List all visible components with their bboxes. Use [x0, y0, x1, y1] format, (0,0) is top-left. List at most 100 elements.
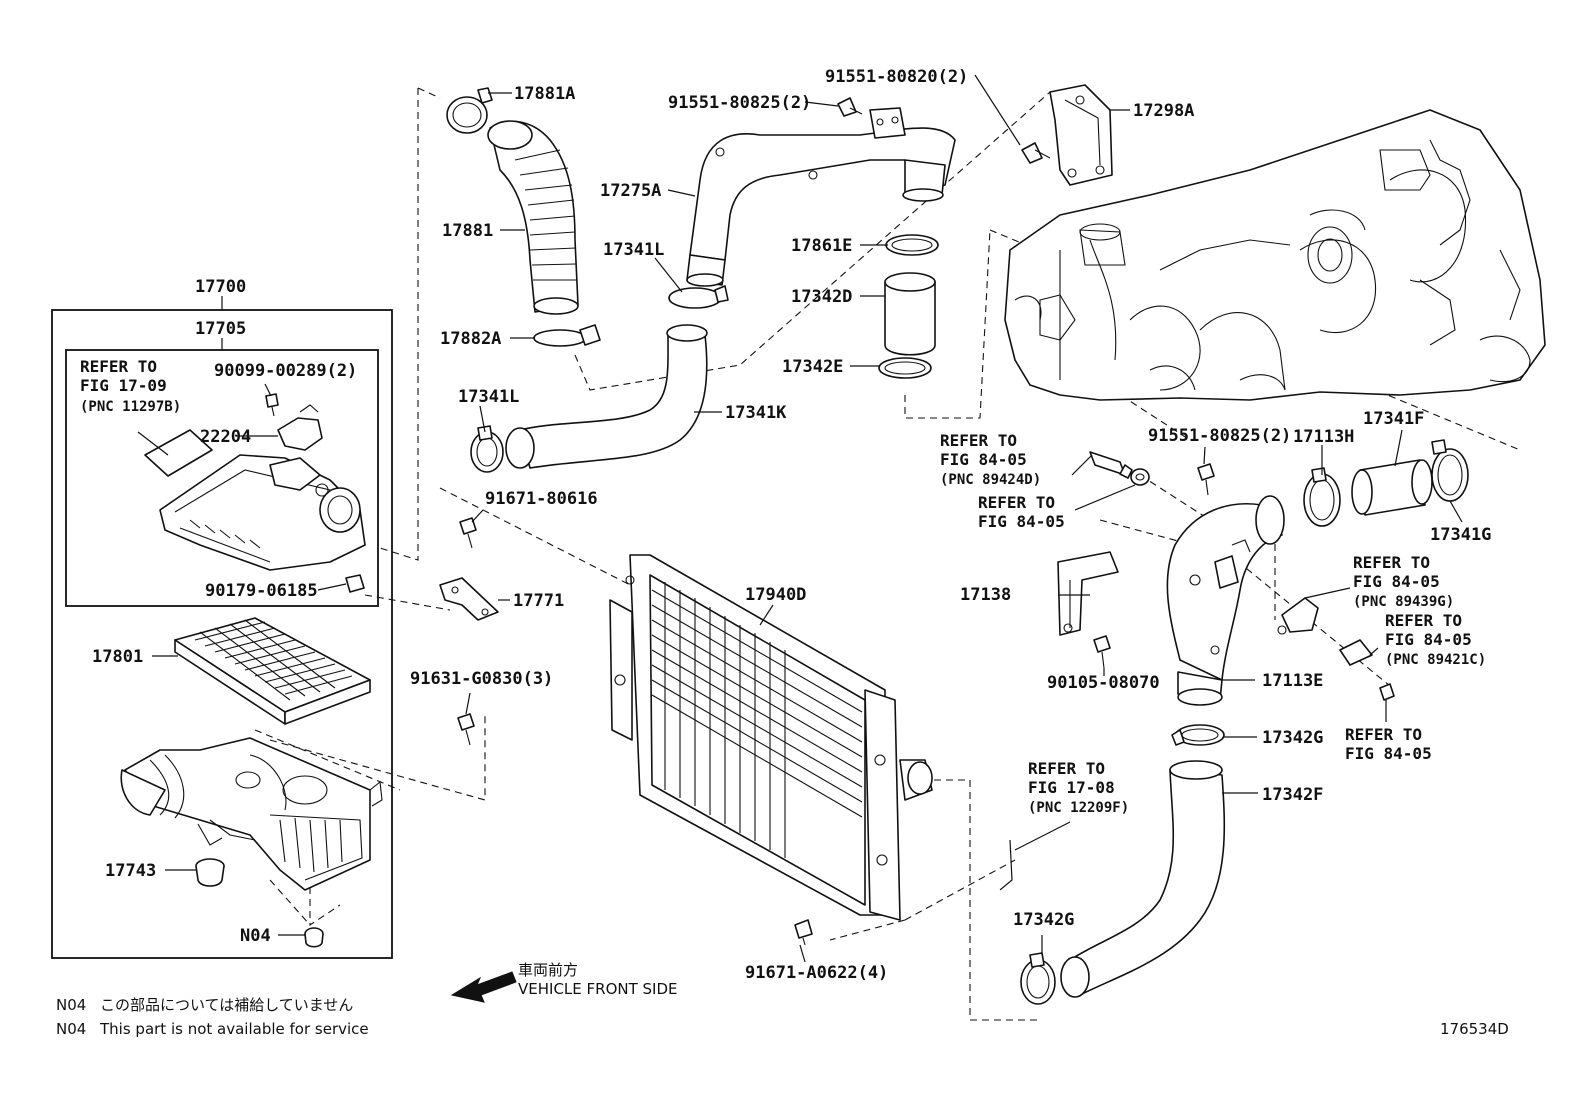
label-90105-08070: 90105-08070 [1047, 673, 1160, 693]
ref-3-pnc: (PNC 89439G) [1353, 594, 1454, 610]
clamp-17341G [1431, 439, 1469, 502]
plug-N04 [304, 927, 324, 948]
intake-pipe-17275A [686, 107, 956, 287]
clamp-17342G-lower [1020, 952, 1056, 1005]
part-labels: 17881A 17881 17882A 17341L 17341L 17341K… [92, 67, 1491, 983]
ref-3-fig: FIG 84-05 [1353, 572, 1440, 591]
engine-block [1004, 109, 1546, 401]
ref-1-pnc: (PNC 89424D) [940, 472, 1041, 488]
ref-4-pnc: (PNC 89421C) [1385, 652, 1486, 668]
clamp-17861E [885, 234, 939, 256]
bolt-91551-80825-top [837, 97, 863, 117]
ref-3-refer: REFER TO [1353, 553, 1430, 572]
label-17341K: 17341K [725, 403, 787, 423]
clamp-17341L-lower [470, 425, 504, 473]
label-17275A: 17275A [600, 181, 661, 201]
label-17940D: 17940D [745, 585, 806, 605]
note-jp-code: N04 [56, 996, 86, 1014]
hose-17341K [505, 324, 708, 469]
label-17882A: 17882A [440, 329, 501, 349]
label-90099-00289: 90099-00289(2) [214, 361, 357, 381]
clamp-17113H [1303, 467, 1341, 527]
label-91671-A0622: 91671-A0622(4) [745, 963, 888, 983]
ref-airbox-pnc: (PNC 11297B) [80, 399, 181, 415]
placard-refer-17-09 [144, 429, 213, 477]
label-17342G-lower: 17342G [1013, 910, 1074, 930]
clip-90179-06185 [345, 574, 365, 593]
ref-5-fig: FIG 84-05 [1345, 744, 1432, 763]
bracket-17138 [1057, 551, 1119, 636]
label-17341F: 17341F [1363, 409, 1424, 429]
clamp-17881A [446, 87, 493, 134]
label-17138: 17138 [960, 585, 1011, 605]
plug-17743 [195, 858, 225, 887]
vehicle-front-en: VEHICLE FRONT SIDE [518, 980, 678, 998]
label-17341G: 17341G [1430, 525, 1491, 545]
figure-id: 176534D [1440, 1020, 1509, 1038]
ref-6-fig: FIG 17-08 [1028, 778, 1115, 797]
screw-90099-00289 [265, 393, 279, 417]
label-17881A: 17881A [514, 84, 575, 104]
label-17113H: 17113H [1293, 427, 1354, 447]
ref-5-refer: REFER TO [1345, 725, 1422, 744]
bolt-refer-84-05 [1379, 683, 1395, 701]
clamp-17342E [878, 357, 932, 379]
bolt-90105-08070 [1093, 635, 1111, 669]
bolt-91671-80616 [459, 517, 477, 549]
ref-6-pnc: (PNC 12209F) [1028, 800, 1129, 816]
vehicle-front-jp: 車両前方 [518, 961, 578, 979]
ref-6-refer: REFER TO [1028, 759, 1105, 778]
bracket-17771 [439, 577, 499, 621]
ref-1-fig: FIG 84-05 [940, 450, 1027, 469]
air-cleaner-cap [159, 454, 366, 571]
note-en-text: This part is not available for service [99, 1020, 369, 1038]
label-17342D: 17342D [791, 287, 852, 307]
intercooler-17940D [609, 554, 933, 921]
hose-17881 [487, 120, 579, 315]
footnotes: N04 この部品については補給していません N04 This part is n… [56, 996, 369, 1038]
label-17342E: 17342E [782, 357, 843, 377]
clamp-17342G-upper [1171, 724, 1225, 746]
hose-17341F [1351, 459, 1433, 516]
label-91551-80820: 91551-80820(2) [825, 67, 968, 87]
air-cleaner-case [120, 737, 383, 891]
label-17771: 17771 [513, 591, 564, 611]
sensor-refer-89439G [1277, 597, 1319, 635]
sensor-refer-89421C [1339, 639, 1373, 666]
vehicle-front-label: 車両前方 VEHICLE FRONT SIDE [518, 961, 678, 998]
sensor-refer-89424D [1089, 451, 1133, 479]
label-17861E: 17861E [791, 236, 852, 256]
hose-17342D [884, 272, 936, 356]
ref-airbox-fig: FIG 17-09 [80, 376, 167, 395]
bolt-91671-A0622 [794, 919, 813, 946]
label-17705: 17705 [195, 319, 246, 339]
label-N04: N04 [240, 926, 271, 946]
bolt-91551-80825-right [1197, 463, 1215, 496]
bolt-91631-G0830 [457, 713, 475, 746]
label-17341L-upper: 17341L [603, 240, 664, 260]
pipe-17113E [1166, 495, 1285, 706]
tube-refer-17-08 [999, 839, 1013, 891]
ref-4-refer: REFER TO [1385, 611, 1462, 630]
bolt-91551-80820 [1021, 142, 1051, 164]
label-17801: 17801 [92, 647, 143, 667]
label-90179-06185: 90179-06185 [205, 581, 318, 601]
ref-1-refer: REFER TO [940, 431, 1017, 450]
label-91671-80616: 91671-80616 [485, 489, 598, 509]
ref-4-fig: FIG 84-05 [1385, 630, 1472, 649]
air-cleaner-frame-17700 [51, 296, 393, 959]
label-91631-G0830: 91631-G0830(3) [410, 669, 553, 689]
bracket-17298A [1049, 84, 1113, 186]
note-en-code: N04 [56, 1020, 86, 1038]
element-17801 [174, 617, 371, 725]
label-17298A: 17298A [1133, 101, 1194, 121]
label-91551-80825-top: 91551-80825(2) [668, 93, 811, 113]
clamp-17341L-upper [668, 285, 729, 309]
note-jp-text: この部品については補給していません [100, 996, 353, 1014]
label-17341L-lower: 17341L [458, 387, 519, 407]
hose-17342F [1060, 760, 1226, 998]
label-22204: 22204 [200, 427, 251, 447]
label-17113E: 17113E [1262, 671, 1323, 691]
gasket-refer-84-05 [1130, 468, 1150, 486]
